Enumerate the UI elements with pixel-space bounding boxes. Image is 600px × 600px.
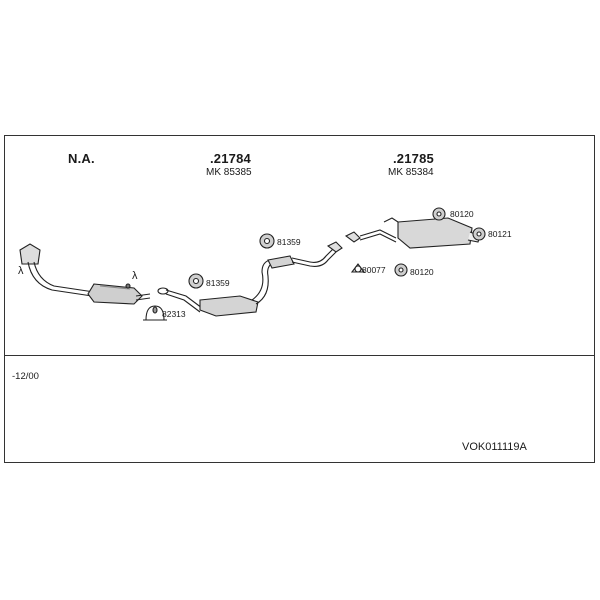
center-connector (157, 287, 203, 313)
mk-number-85385: MK 85385 (206, 167, 252, 178)
label-80120-b: 80120 (410, 267, 434, 277)
middle-silencer (199, 259, 275, 317)
date-range: -12/00 (12, 371, 39, 382)
mount-80120-a-icon (432, 207, 446, 221)
mount-80120-b-icon (394, 263, 408, 277)
label-81359-b: 81359 (277, 237, 301, 247)
mount-81359-b-icon (259, 233, 275, 249)
label-80120-a: 80120 (450, 209, 474, 219)
part-number-21784: .21784 (210, 151, 251, 166)
mount-81359-a-icon (188, 273, 204, 289)
label-80121: 80121 (488, 229, 512, 239)
group-na-label: N.A. (68, 151, 95, 166)
mk-number-85384: MK 85384 (388, 167, 434, 178)
catalytic-converter (87, 283, 151, 305)
diagram-frame (4, 135, 595, 463)
part-number-21785: .21785 (393, 151, 434, 166)
clamp-82313-icon (143, 305, 167, 321)
label-82313: 82313 (162, 309, 186, 319)
lambda-sensor-symbol-front: λ (18, 265, 24, 277)
ring-80077-icon (350, 263, 366, 273)
label-81359-a: 81359 (206, 278, 230, 288)
kit-code: VOK011119A (462, 441, 527, 453)
rear-silencer (344, 217, 481, 249)
lambda-sensor-symbol-rear: λ (132, 270, 138, 282)
label-80077: 80077 (362, 265, 386, 275)
mount-80121-icon (472, 227, 486, 241)
middle-pipe (267, 241, 343, 269)
section-divider (4, 355, 595, 356)
